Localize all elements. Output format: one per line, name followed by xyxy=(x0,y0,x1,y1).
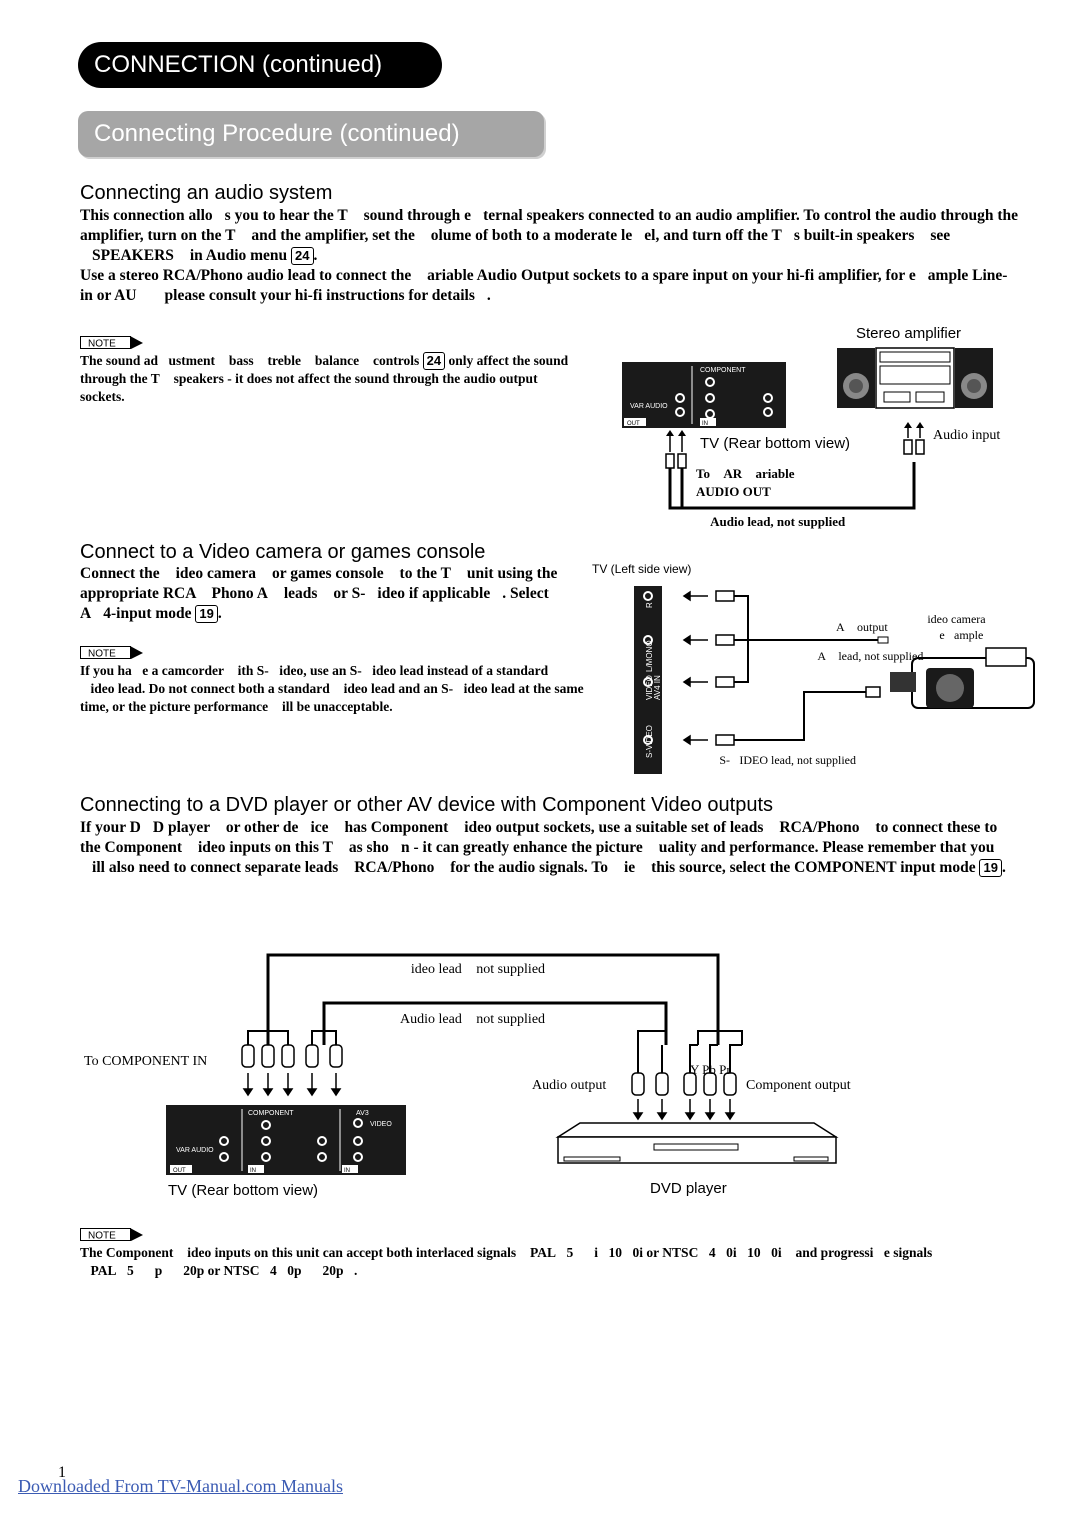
note-label: NOTE xyxy=(88,1231,116,1242)
svg-text:VIDEO: VIDEO xyxy=(370,1121,392,1128)
page-ref: 24 xyxy=(422,352,446,370)
dvd-note: The Component  ideo inputs on this unit … xyxy=(80,1245,933,1278)
section-subtitle: Connecting Procedure (continued) xyxy=(78,111,544,157)
audio-lead-label:  Audio lead, not supplied  xyxy=(700,514,856,529)
audio-output-label: Audio output xyxy=(532,1078,607,1093)
note-label: NOTE xyxy=(88,339,116,350)
dvd-paragraph: If your D D player  or other de ice  has… xyxy=(80,818,1020,878)
svideo-lead-label:  S- IDEO lead, not supplied  xyxy=(710,753,866,767)
dvd-connection-diagram: COMPONENT AV3 VAR AUDIO VIDEO OUT IN IN xyxy=(166,953,839,1175)
stereo-amplifier-icon xyxy=(837,347,993,409)
svg-text:IN: IN xyxy=(250,1168,256,1174)
page-ref: 19 xyxy=(979,859,1002,877)
video-para-text: Connect the  ideo camera  or games conso… xyxy=(80,565,558,622)
svg-text:IN: IN xyxy=(702,421,708,427)
av-output-label: A  output xyxy=(836,620,888,634)
page-ref: 24 xyxy=(291,247,314,265)
dvd-player-icon xyxy=(555,1122,839,1164)
tv-rear-label: TV (Rear bottom view) xyxy=(168,1182,319,1199)
audio-heading: Connecting an audio system xyxy=(80,182,333,204)
audio-note: The sound ad ustment  bass  treble  bala… xyxy=(80,352,585,406)
amplifier-label: Stereo amplifier xyxy=(856,325,962,342)
audio-paragraph-1: This connection allo s you to hear the T… xyxy=(80,206,1020,266)
audio-lead-label: Audio lead  not supplied  xyxy=(400,1012,556,1027)
audio-note-a: The sound ad ustment  bass  treble  bala… xyxy=(80,353,420,368)
audio-connection-diagram: COMPONENT VAR AUDIO OUT IN xyxy=(622,347,993,510)
note-badge-icon: NOTE xyxy=(80,1228,143,1242)
audio-note-b: only affect the sound through the T  spe… xyxy=(80,353,569,404)
svg-text:L/MONO: L/MONO xyxy=(645,640,654,672)
svg-text:VIDEO: VIDEO xyxy=(645,675,654,700)
note-badge-icon: NOTE xyxy=(80,646,143,660)
note-label: NOTE xyxy=(88,649,116,660)
camera-label:  ideo camera xyxy=(918,612,986,626)
video-paragraph: Connect the  ideo camera  or games conso… xyxy=(80,564,580,624)
svg-text:S-VIDEO: S-VIDEO xyxy=(645,725,654,758)
page-number: 1  xyxy=(58,1464,79,1481)
audio-para1-text: This connection allo s you to hear the T… xyxy=(80,207,1019,264)
svg-text:COMPONENT: COMPONENT xyxy=(248,1110,294,1117)
tv-rear-label: TV (Rear bottom view) xyxy=(700,435,851,452)
dvd-heading: Connecting to a DVD player or other AV d… xyxy=(80,794,773,816)
dvd-player-label: DVD player xyxy=(650,1180,727,1197)
section-title: CONNECTION (continued) xyxy=(78,42,442,88)
download-link[interactable]: Downloaded From TV-Manual.com Manuals xyxy=(18,1476,343,1496)
tv-rear-panel xyxy=(166,1105,406,1175)
svg-text:VAR AUDIO: VAR AUDIO xyxy=(176,1147,214,1154)
dvd-para-end: . xyxy=(1001,859,1006,876)
svg-text:AV3: AV3 xyxy=(356,1110,369,1117)
svg-text:VAR AUDIO: VAR AUDIO xyxy=(630,403,668,410)
audio-out-label: AUDIO OUT xyxy=(696,484,771,499)
page-ref: 19 xyxy=(195,605,218,623)
tv-side-panel xyxy=(634,586,662,774)
video-lead-label:  ideo lead  not supplied  xyxy=(400,962,556,977)
note-badge-icon: NOTE xyxy=(80,336,143,350)
svg-text:OUT: OUT xyxy=(627,421,640,427)
ypbpr-label: Y Pb Pr xyxy=(690,1062,731,1077)
audio-para1-end: . xyxy=(313,247,318,264)
audio-paragraph-2: Use a stereo RCA/Phono audio lead to con… xyxy=(80,267,1008,304)
camera-example-label:  e ample  xyxy=(930,628,993,642)
video-note: If you ha e a camcorder  ith S- ideo, us… xyxy=(80,663,584,714)
video-camera-icon xyxy=(890,647,1035,709)
tv-rear-panel xyxy=(622,362,786,428)
video-connection-diagram: R L/MONO VIDEO AV4 IN S-VIDEO xyxy=(634,586,1035,774)
video-para-end: . xyxy=(217,605,222,622)
svg-text:OUT: OUT xyxy=(173,1168,186,1174)
to-component-label: To COMPONENT IN xyxy=(84,1054,208,1069)
video-heading: Connect to a Video camera or games conso… xyxy=(80,541,486,563)
component-output-label: Component output xyxy=(746,1078,851,1093)
av-lead-label:  A  lead, not supplied  xyxy=(808,649,933,663)
dvd-para-text: If your D D player  or other de ice  has… xyxy=(80,819,998,876)
svg-text:AV4 IN: AV4 IN xyxy=(653,675,662,700)
to-var-label: To  AR  ariable  xyxy=(696,466,805,481)
tv-left-label: TV (Left side view) xyxy=(592,562,692,576)
svg-text:IN: IN xyxy=(344,1168,350,1174)
audio-input-label: Audio input xyxy=(933,428,1001,443)
svg-text:R: R xyxy=(645,602,654,608)
svg-text:COMPONENT: COMPONENT xyxy=(700,367,746,374)
